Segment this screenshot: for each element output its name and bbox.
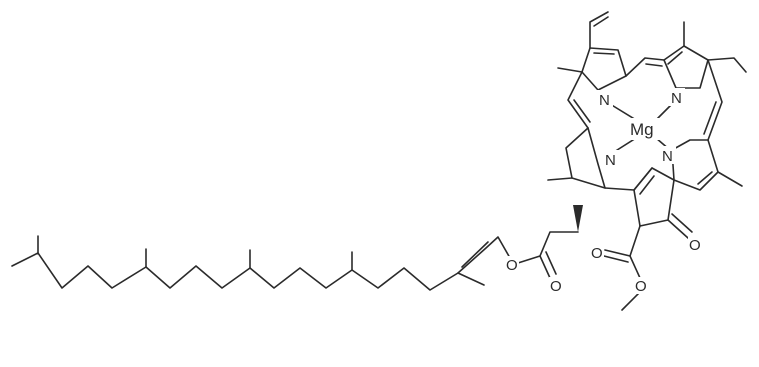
- ring-e-ester: [629, 225, 641, 257]
- methyl-branch-5: [457, 272, 485, 286]
- ester-o-c-bond: [517, 255, 541, 264]
- bridge-right: [707, 59, 723, 141]
- porphyrin-macrocycle: [547, 11, 747, 311]
- propionic-chain: [539, 231, 579, 257]
- bridge-right-double: [703, 101, 717, 135]
- ketone-bond-2: [671, 213, 693, 233]
- phytol-backbone: [11, 236, 511, 291]
- vinyl-double: [593, 16, 609, 27]
- magnesium-label: Mg: [630, 120, 654, 139]
- ketone-bond: [667, 219, 689, 239]
- ring-e-double: [639, 175, 655, 195]
- phytol-double-bond: [461, 241, 489, 268]
- ring-e: [633, 167, 675, 227]
- mg-n-bond-3: [613, 137, 637, 153]
- ring-c-double: [697, 171, 713, 185]
- bridge-left-double: [573, 99, 591, 123]
- ring-b-double: [667, 51, 683, 65]
- vinyl-group: [589, 11, 609, 49]
- ring-c: [671, 139, 719, 191]
- bridge-top-double: [645, 63, 663, 67]
- oxygen-label-carbonyl: O: [550, 278, 562, 295]
- nitrogen-label-2: N: [671, 90, 682, 107]
- oxygen-label-ester: O: [506, 257, 518, 274]
- ethyl-group: [707, 57, 747, 73]
- nitrogen-label-3: N: [605, 152, 616, 169]
- oxygen-label-ester2-carbonyl: O: [591, 245, 603, 262]
- nitrogen-label-4: N: [662, 148, 673, 165]
- ring-a: [581, 47, 627, 91]
- ring-d-methyl: [547, 177, 573, 181]
- ester2-o-bond: [629, 255, 641, 279]
- ester-carbonyl: [539, 255, 551, 279]
- ester-linkage: [517, 205, 583, 279]
- ester2-carbonyl-2: [603, 255, 629, 263]
- ring-d: [565, 127, 606, 189]
- oxygen-label-methoxy: O: [635, 278, 647, 295]
- methoxy-bond: [621, 291, 641, 311]
- phytol-chain: [11, 235, 511, 291]
- stereo-wedge: [573, 205, 583, 232]
- bridge-left: [567, 71, 589, 129]
- ring-a-double: [593, 52, 615, 55]
- atom-labels: N N N N Mg O O O O O: [505, 88, 702, 295]
- nitrogen-label-1: N: [599, 92, 610, 109]
- mg-n-bond-1: [609, 103, 637, 121]
- ester2-carbonyl: [604, 249, 631, 257]
- ring-a-methyl: [557, 67, 583, 73]
- bridge-top: [625, 57, 665, 77]
- ring-c-methyl: [717, 171, 743, 187]
- oxygen-label-ketone: O: [689, 237, 701, 254]
- ring-b: [663, 45, 709, 89]
- ester-carbonyl-2: [545, 251, 557, 275]
